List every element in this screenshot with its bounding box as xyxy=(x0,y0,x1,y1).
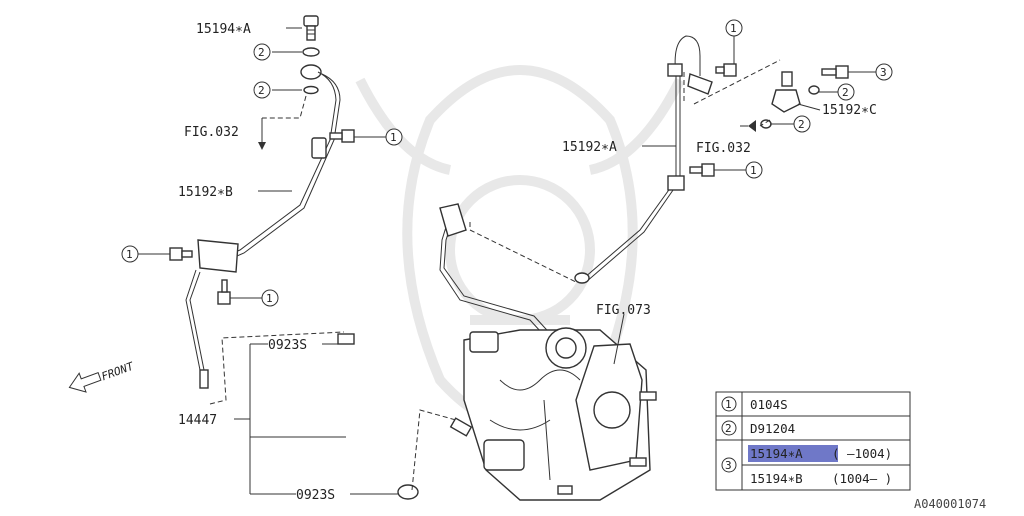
callout-2-top: 2 xyxy=(253,43,271,61)
svg-text:FRONT: FRONT xyxy=(100,359,137,383)
svg-text:2: 2 xyxy=(725,422,732,435)
svg-text:1: 1 xyxy=(750,164,757,177)
bolt-icon xyxy=(217,279,231,305)
bracket-icon xyxy=(197,239,239,273)
fitting-icon xyxy=(439,203,467,237)
callout-1-d: 1 xyxy=(725,19,743,37)
legend-part-15194b[interactable]: 15194∗B xyxy=(750,471,803,486)
svg-text:1: 1 xyxy=(126,248,133,261)
bolt-icon xyxy=(329,129,355,143)
bolt-icon xyxy=(689,163,715,177)
legend-part-0104s[interactable]: 0104S xyxy=(750,397,788,412)
hose-14447[interactable] xyxy=(338,339,416,495)
washer-icon xyxy=(303,85,319,95)
svg-text:2: 2 xyxy=(258,46,265,59)
svg-text:2: 2 xyxy=(798,118,805,131)
callout-2-right-b: 2 xyxy=(793,115,811,133)
label-0923s-bottom: 0923S xyxy=(296,488,335,503)
pipe-end-icon xyxy=(574,272,590,284)
svg-text:3: 3 xyxy=(725,459,732,472)
legend-highlight xyxy=(748,445,838,462)
front-arrow-icon: FRONT xyxy=(68,359,137,393)
pipe-15192b[interactable] xyxy=(214,71,337,261)
svg-text:3: 3 xyxy=(880,66,887,79)
label-fig032-left[interactable]: FIG.032 xyxy=(184,125,239,140)
label-15194a: 15194∗A xyxy=(196,22,251,37)
banjo-fitting-icon xyxy=(300,64,322,80)
svg-text:1: 1 xyxy=(390,131,397,144)
callout-3: 3 xyxy=(875,63,893,81)
turbocharger[interactable] xyxy=(449,327,657,501)
label-fig032-right[interactable]: FIG.032 xyxy=(696,141,751,156)
callout-1-e: 1 xyxy=(745,161,763,179)
label-0923s-top: 0923S xyxy=(268,338,307,353)
bolt-icon xyxy=(821,65,849,79)
legend-range-15194a: ( –1004) xyxy=(832,446,892,461)
label-14447: 14447 xyxy=(178,413,217,428)
legend-table: 1 0104S 2 D91204 3 15194∗A ( –1004) 1519… xyxy=(715,391,911,491)
callout-1-b: 1 xyxy=(121,245,139,263)
clamp-icon xyxy=(337,333,355,345)
clamp-icon xyxy=(397,484,419,500)
label-fig073[interactable]: FIG.073 xyxy=(596,303,651,318)
label-15192a: 15192∗A xyxy=(562,140,617,155)
bracket-icon xyxy=(667,175,685,191)
legend-part-15194a[interactable]: 15194∗A xyxy=(750,446,803,461)
legend-ref-1: 1 xyxy=(721,396,737,412)
legend-part-d91204[interactable]: D91204 xyxy=(750,421,795,436)
legend-ref-2: 2 xyxy=(721,420,737,436)
fitting-icon xyxy=(667,63,683,77)
washer-icon xyxy=(808,85,820,95)
fitting-15192c[interactable] xyxy=(771,71,801,113)
svg-text:2: 2 xyxy=(258,84,265,97)
pipe-end-icon xyxy=(199,369,209,389)
callout-1-c: 1 xyxy=(261,289,279,307)
washer-icon xyxy=(302,47,320,57)
svg-text:1: 1 xyxy=(725,398,732,411)
bolt-icon xyxy=(715,63,737,77)
bolt-icon xyxy=(169,247,193,261)
bracket-icon xyxy=(311,137,327,159)
bolt-15194a-icon[interactable] xyxy=(303,15,319,41)
svg-text:1: 1 xyxy=(730,22,737,35)
label-15192c: 15192∗C xyxy=(822,103,877,118)
callout-2-mid: 2 xyxy=(253,81,271,99)
bracket-icon xyxy=(687,73,713,95)
svg-text:1: 1 xyxy=(266,292,273,305)
callout-1-a: 1 xyxy=(385,128,403,146)
label-15192b: 15192∗B xyxy=(178,185,233,200)
callout-2-right-a: 2 xyxy=(837,83,855,101)
legend-range-15194b: (1004– ) xyxy=(832,471,892,486)
svg-text:2: 2 xyxy=(842,86,849,99)
oil-feed-pipe xyxy=(439,213,553,345)
legend-ref-3: 3 xyxy=(721,457,737,473)
diagram-code: A040001074 xyxy=(914,497,986,511)
